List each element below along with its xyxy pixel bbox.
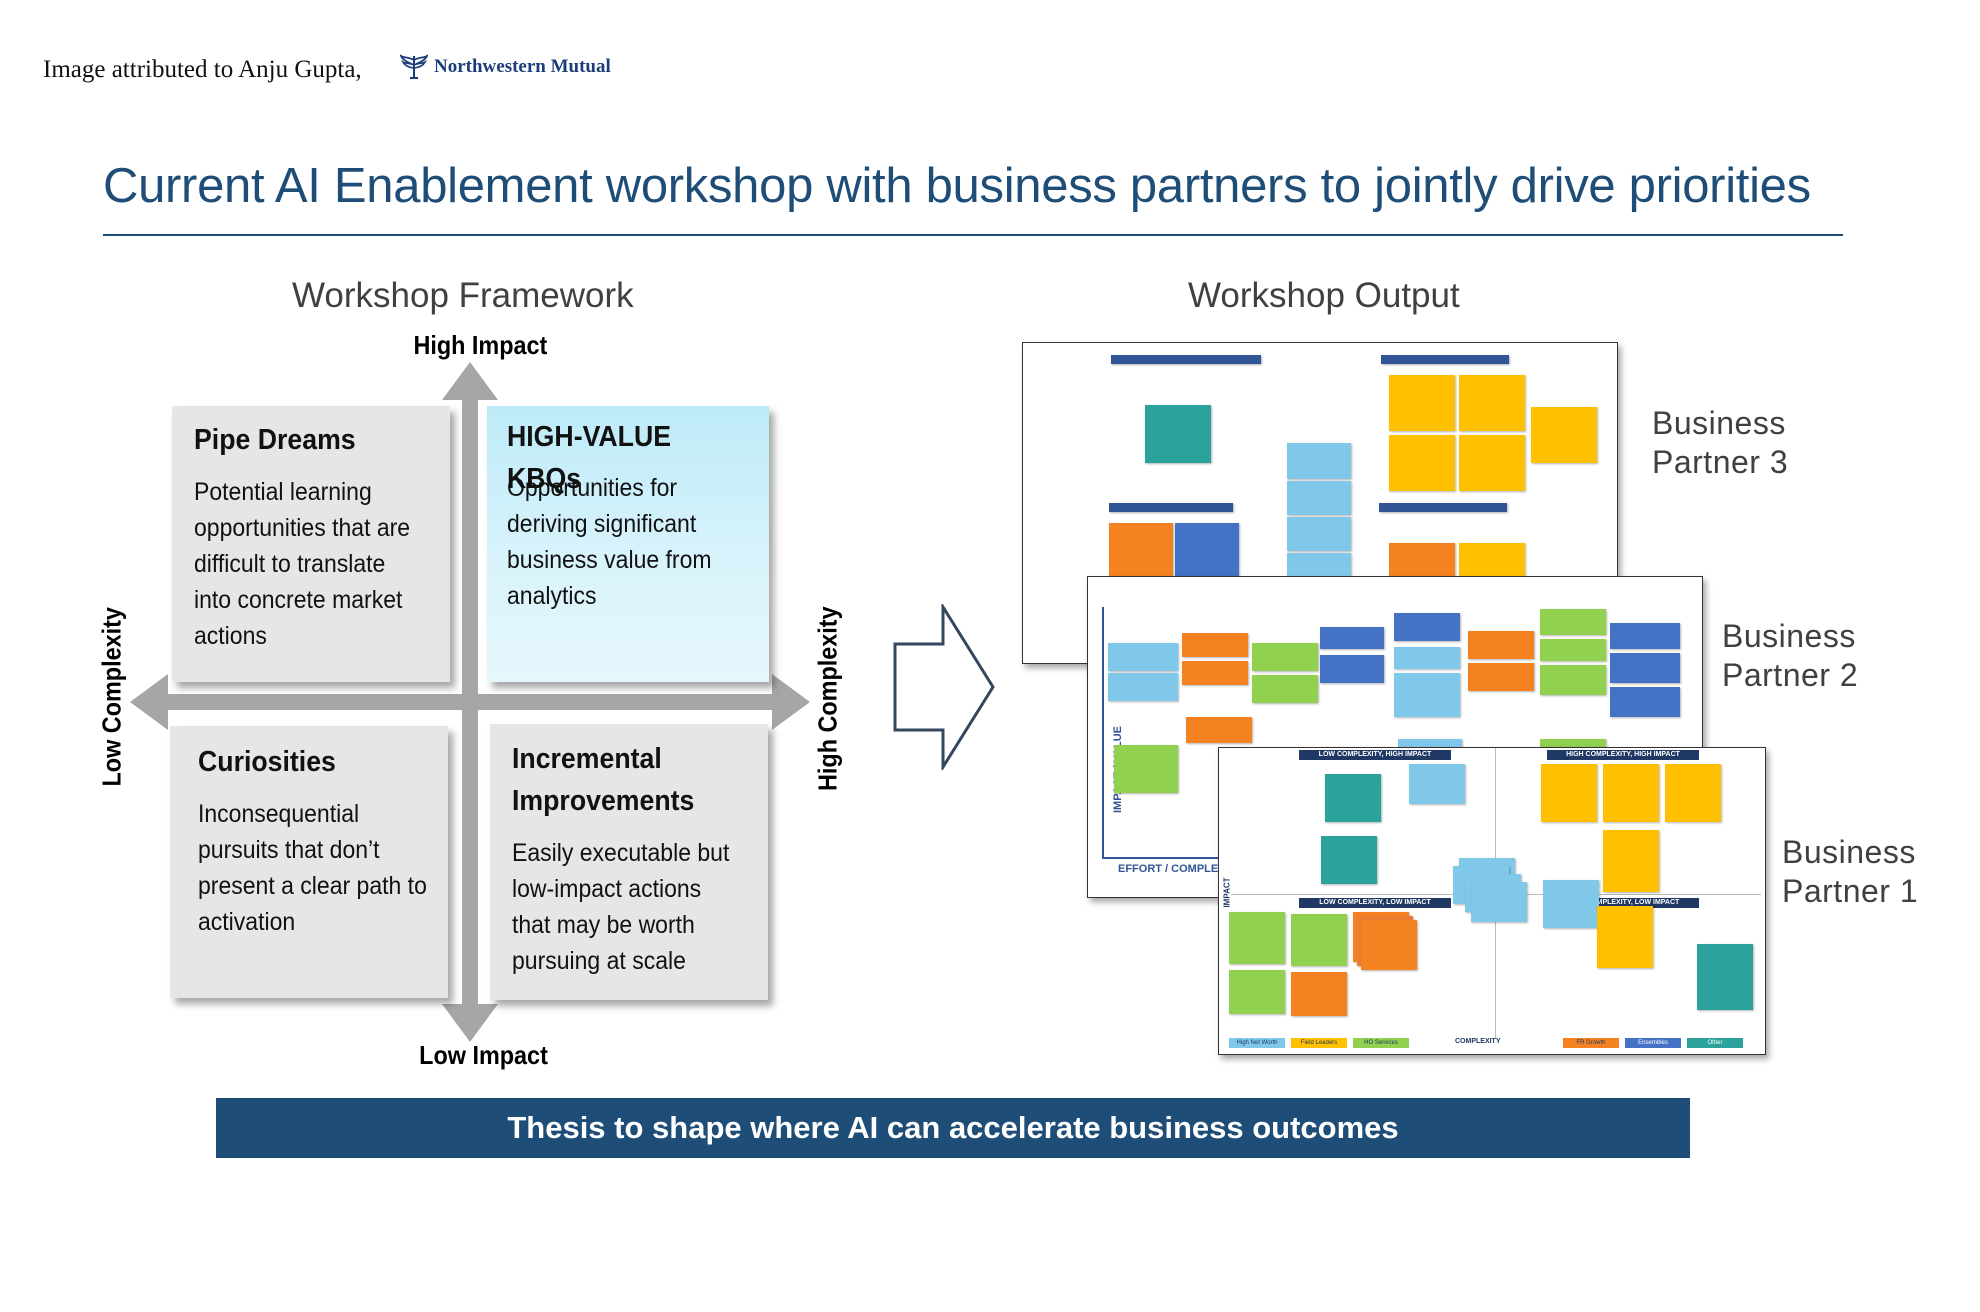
- partner-3-label: Business Partner 3: [1652, 405, 1789, 480]
- arrow-right-icon: [772, 674, 810, 730]
- horizontal-axis: [164, 694, 776, 710]
- quadrant-curiosities: Curiosities Inconsequential pursuits tha…: [170, 726, 448, 998]
- board-1-header: LOW COMPLEXITY, LOW IMPACT: [1299, 898, 1451, 908]
- board-1-header: HIGH COMPLEXITY, LOW IMPACT: [1547, 898, 1699, 908]
- board-1-header: HIGH COMPLEXITY, HIGH IMPACT: [1547, 750, 1699, 760]
- quadrant-incremental-improvements: Incremental Improvements Easily executab…: [490, 724, 768, 1000]
- northwestern-mutual-logo: Northwestern Mutual: [400, 54, 611, 80]
- quadrant-title: HIGH-VALUE KBQs: [507, 421, 672, 495]
- quadrant-title: Curiosities: [198, 746, 336, 778]
- attribution-text: Image attributed to Anju Gupta,: [43, 56, 362, 83]
- output-heading: Workshop Output: [1188, 276, 1460, 315]
- board-1-x-axis: COMPLEXITY: [1455, 1038, 1501, 1045]
- quadrant-body: Potential learning opportunities that ar…: [194, 478, 411, 650]
- framework-heading: Workshop Framework: [292, 276, 634, 315]
- arrow-right-outline-icon: [893, 604, 995, 770]
- legend-item: Field Leaders: [1291, 1038, 1347, 1048]
- quadrant-title: Pipe Dreams: [194, 424, 356, 456]
- arrow-up-icon: [442, 362, 498, 400]
- board-2-x-axis: EFFORT / COMPLEXITY: [1118, 863, 1243, 875]
- quadrant-high-value-kbqs: HIGH-VALUE KBQs Opportunities for derivi…: [487, 406, 769, 682]
- axis-label-low-complexity: Low Complexity: [96, 607, 127, 787]
- quadrant-body: Inconsequential pursuits that don’t pres…: [198, 800, 427, 936]
- axis-label-high-impact: High Impact: [413, 330, 548, 360]
- axis-label-high-complexity: High Complexity: [812, 606, 843, 791]
- partner-1-label: Business Partner 1: [1782, 834, 1919, 909]
- quadrant-title: Incremental Improvements: [512, 743, 695, 817]
- axis-label-low-impact: Low Impact: [419, 1040, 548, 1070]
- logo-text: Northwestern Mutual: [434, 56, 611, 77]
- thesis-banner: Thesis to shape where AI can accelerate …: [216, 1098, 1690, 1158]
- eagle-icon: [400, 54, 428, 79]
- legend-item: Ensembles: [1625, 1038, 1681, 1048]
- legend-item: High Net Worth: [1229, 1038, 1285, 1048]
- quadrant-body: Opportunities for deriving significant b…: [507, 474, 712, 610]
- partner-2-label: Business Partner 2: [1722, 618, 1859, 693]
- page-title: Current AI Enablement workshop with busi…: [103, 159, 1811, 213]
- arrow-down-icon: [442, 1004, 498, 1042]
- legend-item: FR Growth: [1563, 1038, 1619, 1048]
- thesis-text: Thesis to shape where AI can accelerate …: [507, 1110, 1399, 1145]
- legend-item: HO Services: [1353, 1038, 1409, 1048]
- workshop-board-partner-1: LOW COMPLEXITY, HIGH IMPACT HIGH COMPLEX…: [1218, 747, 1766, 1055]
- board-1-header: LOW COMPLEXITY, HIGH IMPACT: [1299, 750, 1451, 760]
- legend-item: Other: [1687, 1038, 1743, 1048]
- quadrant-axes: [130, 362, 810, 1042]
- title-divider: [103, 234, 1843, 236]
- arrow-left-icon: [130, 674, 168, 730]
- quadrant-pipe-dreams: Pipe Dreams Potential learning opportuni…: [172, 406, 450, 682]
- quadrant-body: Easily executable but low-impact actions…: [512, 839, 730, 975]
